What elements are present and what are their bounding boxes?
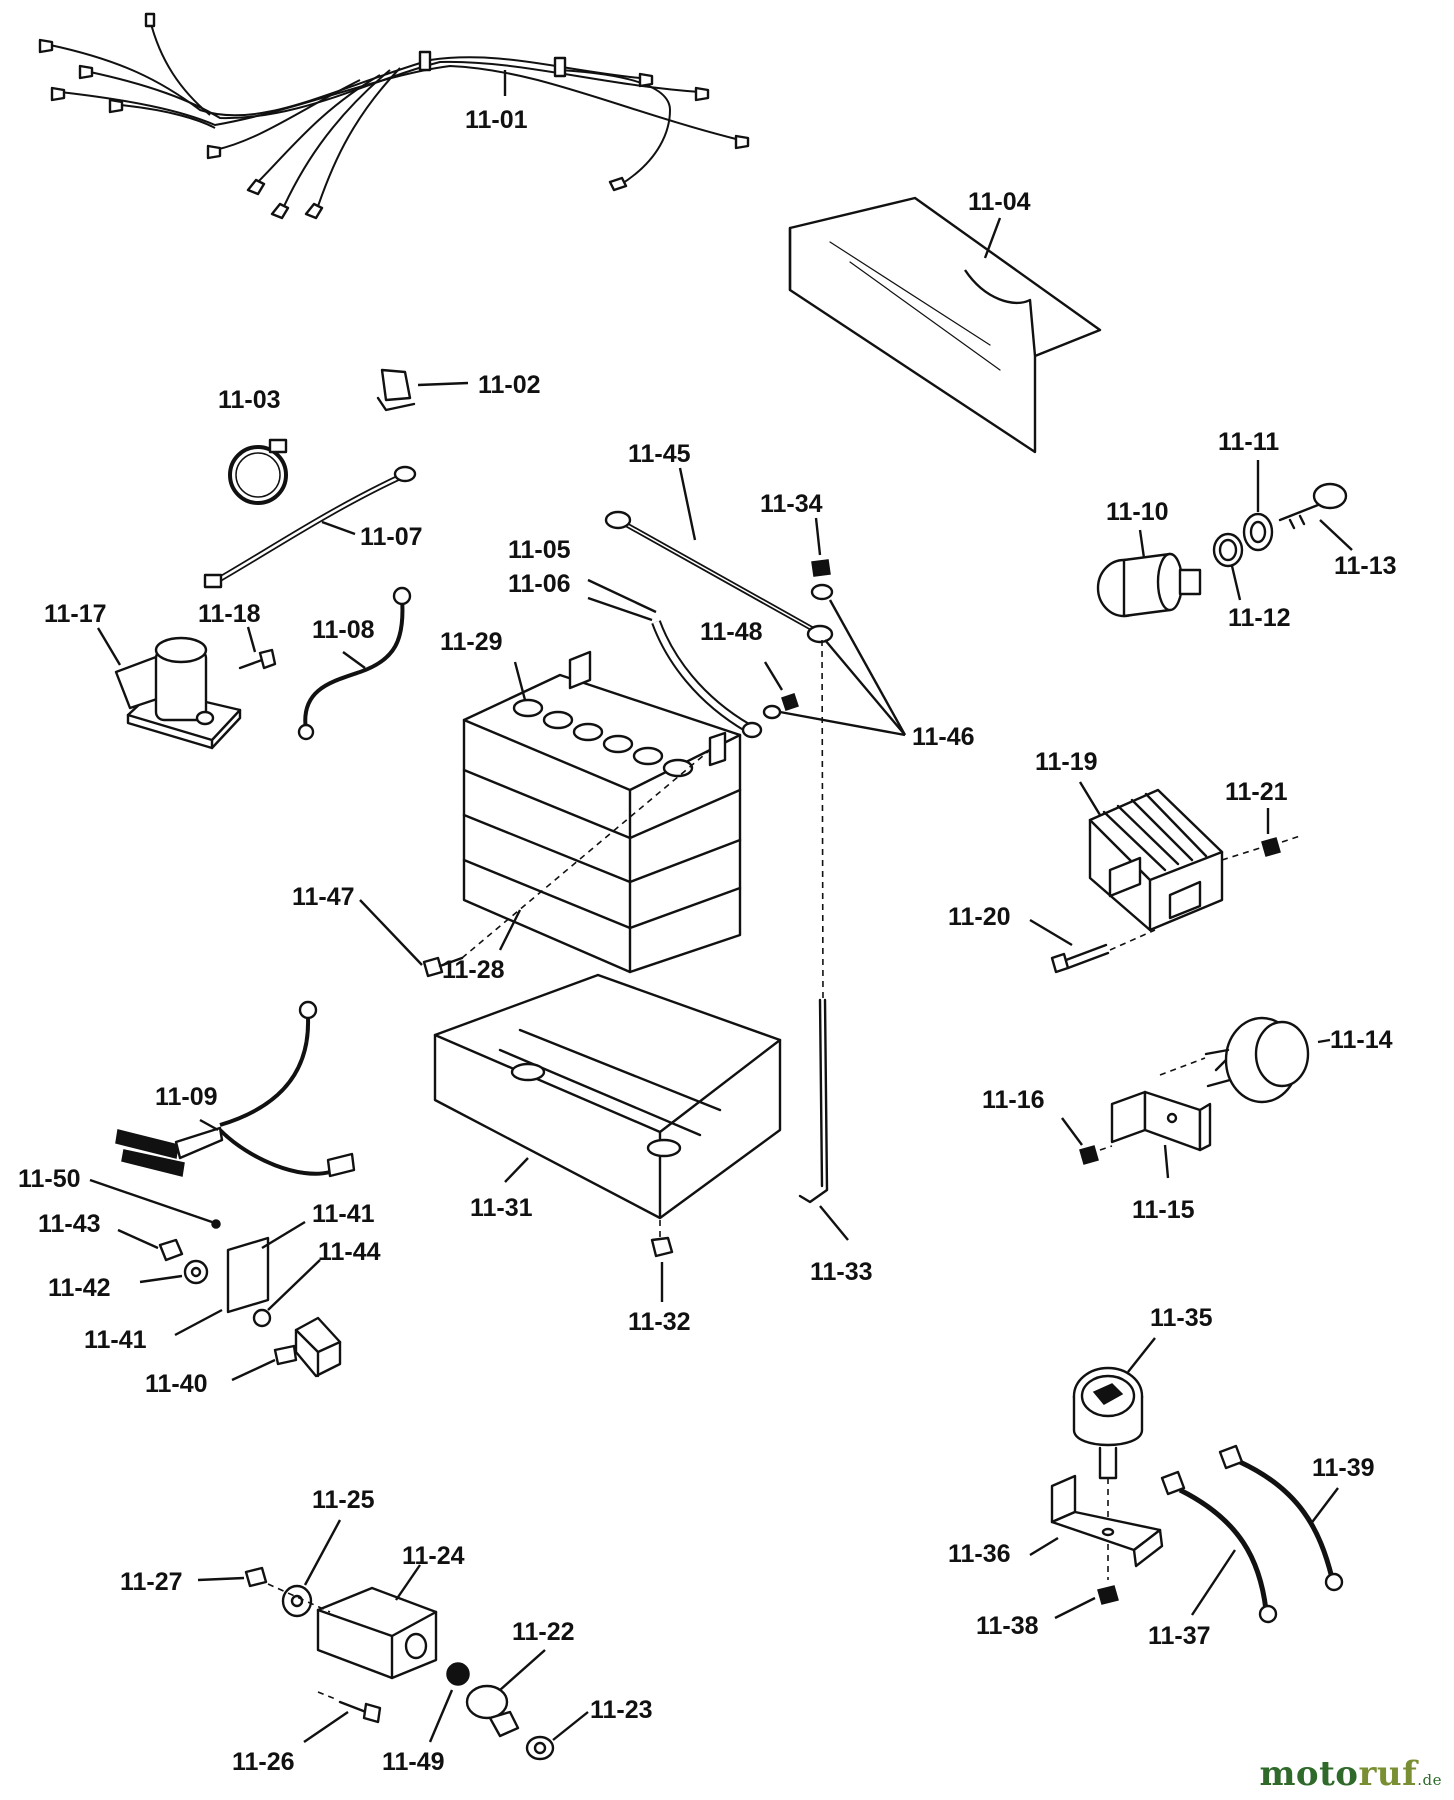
label-11-09: 11-09 xyxy=(155,1083,218,1111)
nut-11-32 xyxy=(650,1220,674,1258)
label-11-40: 11-40 xyxy=(145,1370,208,1398)
label-11-05: 11-05 xyxy=(508,536,571,564)
label-11-42: 11-42 xyxy=(48,1274,111,1302)
label-11-03: 11-03 xyxy=(218,386,281,414)
label-11-22: 11-22 xyxy=(512,1618,575,1646)
label-11-37: 11-37 xyxy=(1148,1622,1211,1650)
label-11-28: 11-28 xyxy=(442,956,505,984)
cable-11-07 xyxy=(203,465,417,589)
bracket-11-24 xyxy=(267,1583,438,1680)
clamp-11-03 xyxy=(228,438,288,505)
label-11-32: 11-32 xyxy=(628,1308,691,1336)
label-11-44: 11-44 xyxy=(318,1238,381,1266)
battery-11-28 xyxy=(462,650,742,974)
label-11-27: 11-27 xyxy=(120,1568,183,1596)
spacer-11-12 xyxy=(1212,532,1244,568)
screw-11-26 xyxy=(317,1691,382,1724)
label-11-36: 11-36 xyxy=(948,1540,1011,1568)
regulator-11-19 xyxy=(1088,788,1224,932)
label-11-31: 11-31 xyxy=(470,1194,533,1222)
battery-tray-11-31 xyxy=(433,973,782,1220)
label-11-19: 11-19 xyxy=(1035,748,1098,776)
label-11-01: 11-01 xyxy=(465,106,528,134)
label-11-34: 11-34 xyxy=(760,490,823,518)
screw-11-18 xyxy=(238,648,277,670)
rod-11-33 xyxy=(798,639,829,1204)
nut-11-38 xyxy=(1097,1585,1119,1605)
nut-11-43 xyxy=(158,1238,184,1262)
label-11-12: 11-12 xyxy=(1228,604,1291,632)
nut-11-21 xyxy=(1221,835,1301,861)
label-11-25: 11-25 xyxy=(312,1486,375,1514)
wire-11-39 xyxy=(1218,1444,1344,1592)
label-11-13: 11-13 xyxy=(1334,552,1397,580)
label-11-48: 11-48 xyxy=(700,618,763,646)
label-11-18: 11-18 xyxy=(198,600,261,628)
solenoid-11-17 xyxy=(114,636,242,750)
label-11-45: 11-45 xyxy=(628,440,691,468)
nut-11-23 xyxy=(525,1735,555,1761)
ground-wire-11-08 xyxy=(297,586,412,741)
label-11-06: 11-06 xyxy=(508,570,571,598)
wire-harness-11-09 xyxy=(115,1000,356,1178)
watermark-logo: motoruf.de xyxy=(1259,1754,1442,1794)
battery-cover-11-04 xyxy=(788,196,1102,454)
label-11-04: 11-04 xyxy=(968,188,1031,216)
label-11-16: 11-16 xyxy=(982,1086,1045,1114)
label-11-15: 11-15 xyxy=(1132,1196,1195,1224)
label-11-08: 11-08 xyxy=(312,616,375,644)
label-11-50: 11-50 xyxy=(18,1165,81,1193)
label-11-21: 11-21 xyxy=(1225,778,1288,806)
gauge-11-14 xyxy=(1159,1016,1310,1104)
label-11-47: 11-47 xyxy=(292,883,355,911)
hourmeter-11-35 xyxy=(1072,1366,1144,1580)
switch-11-40 xyxy=(273,1316,342,1378)
bolt-11-47 xyxy=(422,749,711,978)
label-11-46: 11-46 xyxy=(912,723,975,751)
label-11-39: 11-39 xyxy=(1312,1454,1375,1482)
label-11-02: 11-02 xyxy=(478,371,541,399)
key-11-13 xyxy=(1278,482,1348,530)
label-11-07: 11-07 xyxy=(360,523,423,551)
label-11-35: 11-35 xyxy=(1150,1304,1213,1332)
label-11-41-bottom: 11-41 xyxy=(84,1326,147,1354)
label-11-14: 11-14 xyxy=(1330,1026,1393,1054)
nut-11-11 xyxy=(1242,512,1274,552)
label-11-41-top: 11-41 xyxy=(312,1200,375,1228)
bracket-11-36 xyxy=(1050,1474,1164,1568)
bolt-11-20 xyxy=(1050,929,1156,974)
switch-11-22 xyxy=(465,1684,520,1738)
wiring-harness-11-01 xyxy=(38,12,750,220)
plate-11-41 xyxy=(226,1236,270,1314)
label-11-49: 11-49 xyxy=(382,1748,445,1776)
wire-11-37 xyxy=(1160,1470,1278,1624)
label-11-24: 11-24 xyxy=(402,1542,465,1570)
washer-11-44 xyxy=(252,1308,272,1328)
label-11-23: 11-23 xyxy=(590,1696,653,1724)
battery-cable-11-05 xyxy=(651,620,763,739)
hold-down-strap-11-45 xyxy=(604,510,834,644)
label-11-26: 11-26 xyxy=(232,1748,295,1776)
spring-11-49 xyxy=(446,1662,470,1686)
washer-11-25 xyxy=(281,1584,313,1618)
label-11-11: 11-11 xyxy=(1218,428,1279,456)
label-11-33: 11-33 xyxy=(810,1258,873,1286)
label-11-17: 11-17 xyxy=(44,600,107,628)
label-11-20: 11-20 xyxy=(948,903,1011,931)
label-11-38: 11-38 xyxy=(976,1612,1039,1640)
washer-11-42 xyxy=(183,1259,209,1285)
label-11-29: 11-29 xyxy=(440,628,503,656)
nut-11-27 xyxy=(244,1566,268,1588)
nut-11-16 xyxy=(1079,1145,1113,1165)
bracket-11-15 xyxy=(1110,1090,1212,1152)
nut-11-34 xyxy=(810,559,834,601)
clip-11-02 xyxy=(376,368,416,412)
label-11-43: 11-43 xyxy=(38,1210,101,1238)
label-11-10: 11-10 xyxy=(1106,498,1169,526)
ignition-switch-11-10 xyxy=(1096,552,1202,618)
